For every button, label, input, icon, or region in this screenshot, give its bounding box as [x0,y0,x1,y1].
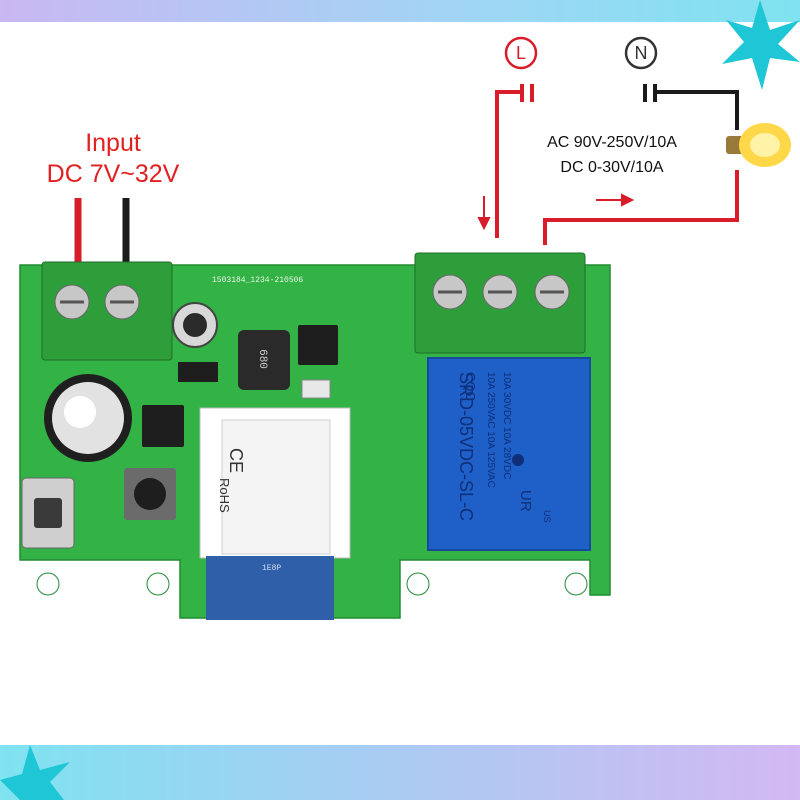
dc-rating: DC 0-30V/10A [560,159,664,176]
output-terminal-block [414,252,586,354]
light-bulb-icon [726,123,791,167]
inductor-marking: 680 [255,349,268,369]
switched-live-wire [543,170,739,245]
mounting-hole [564,572,588,596]
relay [427,357,591,551]
neutral-marker-icon [624,36,658,70]
mounting-hole [406,572,430,596]
neutral-marker-text: N [634,43,648,63]
sparkle-top-right-icon [722,0,800,90]
current-down-arrow-icon [477,196,491,231]
tactile-button [124,468,176,520]
gradient-border-top [0,0,800,22]
live-wire [495,90,522,238]
mounting-hole [36,572,60,596]
relay-cert-region: US [542,510,552,523]
live-marker-icon [504,36,538,70]
large-capacitor [44,374,132,462]
input-terminal-block [41,261,173,361]
live-marker-text: L [515,43,526,63]
small-capacitor [172,302,218,348]
neutral-wire [655,90,739,130]
sparkle-bottom-left-icon [0,745,70,800]
ac-rating: AC 90V-250V/10A [547,134,677,151]
relay-cert-logo: UR [517,490,534,512]
gradient-border-bottom [0,745,800,800]
relay-rating-ac: 10A 250VAC 10A 125VAC [485,372,496,488]
module-ce-mark: CE [226,448,246,474]
current-right-arrow-icon [596,193,635,207]
antenna-pcb [206,556,334,620]
regulator-ic [142,405,184,447]
relay-model: SRD-05VDC-SL-C [456,372,476,522]
mosfet [298,325,338,365]
pcb-marking: 1503184_1234-210506 [212,276,304,285]
led [301,379,331,399]
diode [178,362,218,382]
input-label: Input DC 7V~32V [28,128,198,190]
relay-rating-dc: 10A 30VDC 10A 28VDC [501,372,512,480]
input-voltage-range: DC 7V~32V [46,160,180,188]
antenna-marking: 1E8P [262,564,282,573]
inductor [238,330,290,390]
load-spec-label: AC 90V-250V/10A DC 0-30V/10A [516,130,708,180]
mounting-hole [146,572,170,596]
input-label-title: Input [85,129,141,157]
module-rohs: RoHS [217,478,232,513]
